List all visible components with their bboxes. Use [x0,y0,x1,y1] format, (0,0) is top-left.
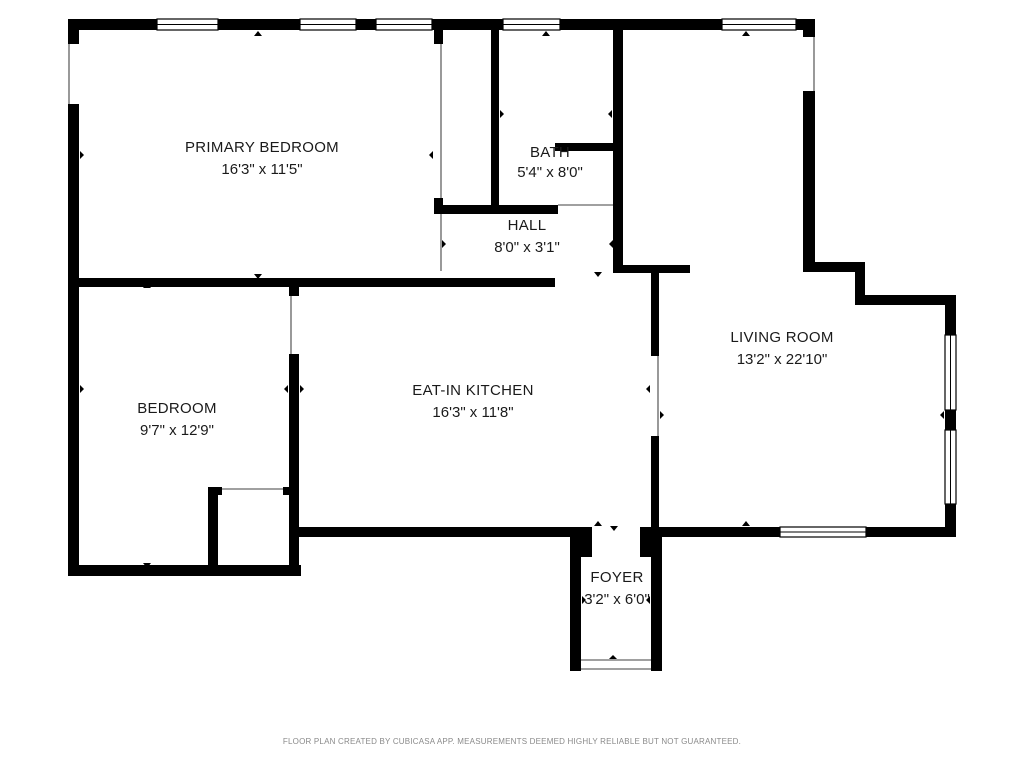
wall-left-upper [68,19,79,44]
marker [940,411,944,419]
room-eat-in-kitchen: EAT-IN KITCHEN 16'3" x 11'8" [412,382,533,421]
dimension-markers [80,31,944,659]
wall-closet-top-left [208,487,222,495]
marker [610,526,618,531]
room-bath: BATH 5'4" x 8'0" [517,144,583,181]
window-primary-2 [299,18,357,31]
wall-closet-left [208,487,218,576]
window-living-right-2 [944,429,957,505]
wall-bedroom-bottom [68,565,301,576]
disclaimer-footer: FLOOR PLAN CREATED BY CUBICASA APP. MEAS… [282,737,742,746]
wall-bedroom-right-lower [289,354,299,576]
room-dims: 16'3" x 11'8" [432,404,513,421]
room-hall: HALL 8'0" x 3'1" [494,217,560,256]
room-labels: PRIMARY BEDROOM 16'3" x 11'5" BATH 5'4" … [137,139,833,608]
marker [500,110,504,118]
marker [594,272,602,277]
wall-bath-partition [555,143,617,151]
room-bedroom: BEDROOM 9'7" x 12'9" [137,400,217,439]
marker [300,385,304,393]
marker [646,596,650,604]
marker [742,521,750,526]
wall-foyer-right-stub [640,527,652,557]
marker [254,274,262,279]
marker [254,31,262,36]
window-living-top [721,18,797,31]
wall-foyer-left-stub [581,527,592,557]
room-name: BATH [530,144,570,161]
wall-living-bottom-left [640,527,780,537]
room-name: EAT-IN KITCHEN [412,382,533,399]
marker [542,31,550,36]
marker [646,385,650,393]
marker [429,151,433,159]
wall-foyer-right [651,527,662,671]
window-primary-1 [156,18,219,31]
marker [80,385,84,393]
marker [582,596,586,604]
room-name: LIVING ROOM [730,329,833,346]
room-name: BEDROOM [137,400,217,417]
window-living-bottom [779,526,867,538]
wall-left-lower [68,284,79,576]
wall-hall-right [613,205,623,215]
walls [68,19,956,671]
wall-closet-top-right [283,487,299,495]
room-foyer: FOYER 3'2" x 6'0" [584,569,650,608]
wall-living-right-upper [803,91,815,272]
door-openings [68,37,815,670]
marker [496,209,504,213]
marker [143,283,151,288]
marker [609,655,617,659]
window-bath [502,18,561,31]
room-dims: 16'3" x 11'5" [221,161,302,178]
marker [80,151,84,159]
wall-bedroom-right [289,284,299,296]
marker [742,31,750,36]
wall-living-bottom-right [866,527,956,537]
wall-living-left-top [651,265,659,356]
wall-hall-top [434,205,558,214]
marker [660,411,664,419]
wall-right-top [945,295,956,335]
marker [594,521,602,526]
wall-left-mid [68,104,79,284]
room-living-room: LIVING ROOM 13'2" x 22'10" [730,329,833,368]
window-living-right-1 [944,334,957,411]
room-dims: 9'7" x 12'9" [140,422,214,439]
wall-closet-divider [491,28,499,208]
room-dims: 13'2" x 22'10" [737,351,828,368]
wall-bump-top [803,262,865,272]
wall-bump-lower [855,295,956,305]
room-dims: 8'0" x 3'1" [494,239,560,256]
wall-right-mid [945,410,956,430]
wall-mid-horizontal [68,278,555,287]
wall-primary-right-top [434,19,443,44]
wall-bath-right [613,19,623,271]
wall-bump-side [855,262,865,304]
marker [442,240,446,248]
wall-living-right-upper-top [803,19,815,37]
room-primary-bedroom: PRIMARY BEDROOM 16'3" x 11'5" [185,139,339,178]
wall-kitchen-bottom [289,527,592,537]
marker [608,110,612,118]
wall-living-left-bottom [651,436,659,537]
wall-right-bottom [945,504,956,537]
marker [143,563,151,568]
marker [609,240,613,248]
room-dims: 5'4" x 8'0" [517,164,583,181]
room-dims: 3'2" x 6'0" [584,591,650,608]
windows [156,18,957,538]
wall-foyer-left [570,527,581,671]
room-name: FOYER [590,569,643,586]
room-name: PRIMARY BEDROOM [185,139,339,156]
room-name: HALL [508,217,547,234]
window-primary-3 [375,18,433,31]
marker [284,385,288,393]
